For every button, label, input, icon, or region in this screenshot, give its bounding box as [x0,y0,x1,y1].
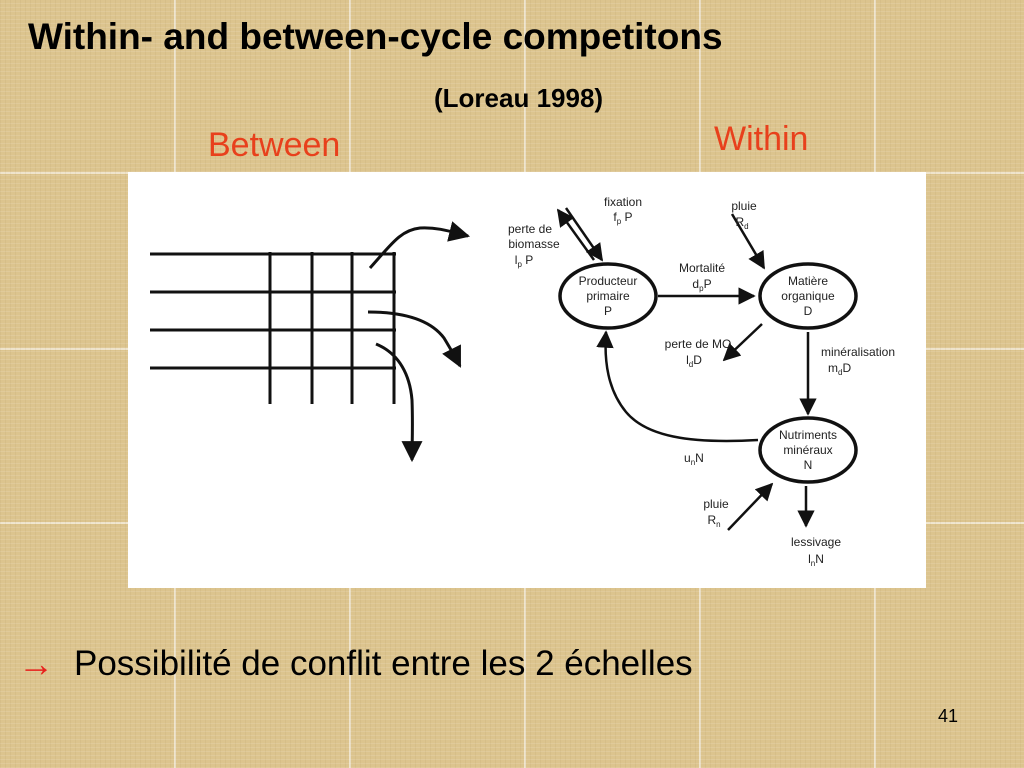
curved-arrow [368,221,471,270]
mineralisation-rate: mdD [828,361,851,377]
mortality-rate: dpP [692,277,711,293]
node-label: minéraux [783,443,832,457]
within-label: Within [714,120,809,158]
rain-n-label: pluie [703,497,729,511]
node-label: Producteur [579,274,638,288]
biomass-loss-label: biomasse [508,237,560,251]
rain-n-arrow [727,482,774,531]
uptake-arrow [596,330,759,443]
curved-arrow [367,310,462,368]
node-label: primaire [586,289,630,303]
biomass-loss-label: perte de [508,222,552,236]
rain-d-label: pluie [731,199,757,213]
fixation-label: fixation [604,195,642,209]
node-label: D [804,304,813,318]
leaching-rate: lnN [808,552,824,568]
fixation-arrow [564,207,604,262]
node-label: Nutriments [779,428,837,442]
organic-matter-node: Matière organique D [758,262,858,330]
mineral-nutrients-node: Nutriments minéraux N [758,416,858,484]
biomass-loss-rate: lp P [515,253,533,269]
page-number: 41 [938,706,959,726]
citation: (Loreau 1998) [434,83,604,113]
uptake-rate: unN [684,451,704,467]
bullet-point: → Possibilité de conflit entre les 2 éch… [18,643,693,685]
rain-d-arrow [730,213,766,270]
cycle-arrows [556,207,817,531]
node-label: P [604,304,612,318]
competition-arrows [367,221,471,463]
diagram-svg: Producteur primaire P Matière organique … [150,195,895,568]
flow-labels: fixation fp P perte de biomasse lp P plu… [508,195,895,568]
biomass-loss-arrow [556,208,596,261]
rain-n-symbol: Rn [707,513,720,529]
mineralisation-label: minéralisation [821,345,895,359]
nutrient-cycle-diagram: Producteur primaire P Matière organique … [128,172,926,588]
mo-loss-rate: ldD [686,353,702,369]
between-label: Between [208,126,341,164]
node-label: N [804,458,813,472]
slide-title: Within- and between-cycle competitons [28,16,723,57]
mo-loss-arrow [722,323,763,362]
leaching-label: lessivage [791,535,841,549]
producer-node: Producteur primaire P [558,262,658,330]
mo-loss-label: perte de MO [665,337,732,351]
node-label: organique [781,289,835,303]
bullet-text: Possibilité de conflit entre les 2 échel… [74,644,693,683]
fixation-rate: fp P [613,210,632,226]
node-label: Matière [788,274,828,288]
rain-d-symbol: Rd [735,215,748,231]
mortality-label: Mortalité [679,261,725,275]
curved-arrow [375,342,423,463]
cycle-grid [150,252,396,404]
right-arrow-icon: → [18,643,54,684]
